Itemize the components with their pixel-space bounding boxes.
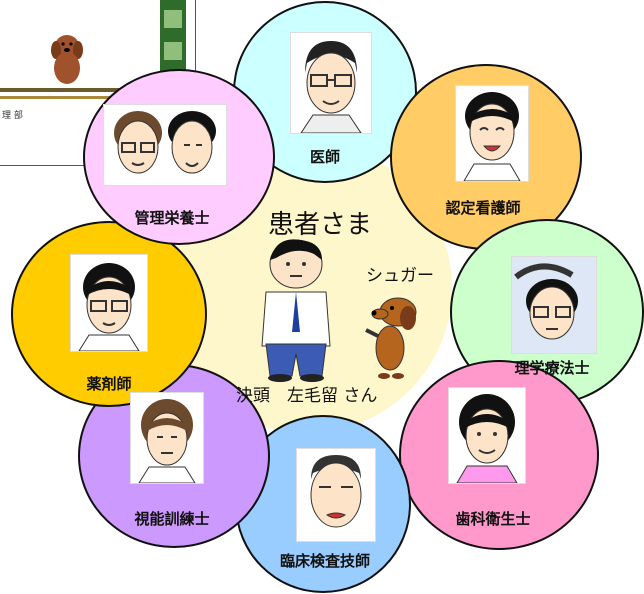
dietitian-face-icon [103, 104, 227, 186]
role-label-physical-therapist: 理学療法士 [514, 359, 590, 377]
role-label-doctor: 医師 [309, 148, 340, 166]
lab-technician-face-icon [296, 448, 376, 542]
orthoptist-face-icon [130, 392, 204, 484]
strip-icon [164, 10, 182, 28]
dental-hygienist-face-icon [448, 387, 526, 484]
shelf-line-lower [0, 96, 120, 99]
physical-therapist-face-icon [511, 256, 597, 354]
dog-icon [365, 297, 417, 379]
shelf-line [0, 88, 120, 92]
role-label-lab-technician: 臨床検査技師 [279, 552, 370, 570]
doctor-face-icon [290, 32, 372, 134]
nurse-face-icon [455, 85, 529, 182]
role-label-orthoptist: 視能訓練士 [134, 510, 210, 528]
role-label-certified-nurse: 認定看護師 [445, 199, 521, 217]
role-label-pharmacist: 薬剤師 [86, 375, 132, 393]
role-label-dental-hygienist: 歯科衛生士 [455, 510, 531, 528]
patient-title: 患者さま [268, 210, 373, 240]
patient-name: 決頭 左毛留 さん [236, 386, 378, 406]
pharmacist-face-icon [70, 254, 148, 352]
role-label-dietitian: 管理栄養士 [134, 209, 210, 227]
small-dog-icon [51, 35, 83, 84]
patient-figure-icon [261, 239, 331, 382]
pet-name: シュガー [366, 266, 434, 286]
thumbnail-caption: 理 部 [2, 111, 23, 121]
strip-icon [164, 42, 182, 60]
